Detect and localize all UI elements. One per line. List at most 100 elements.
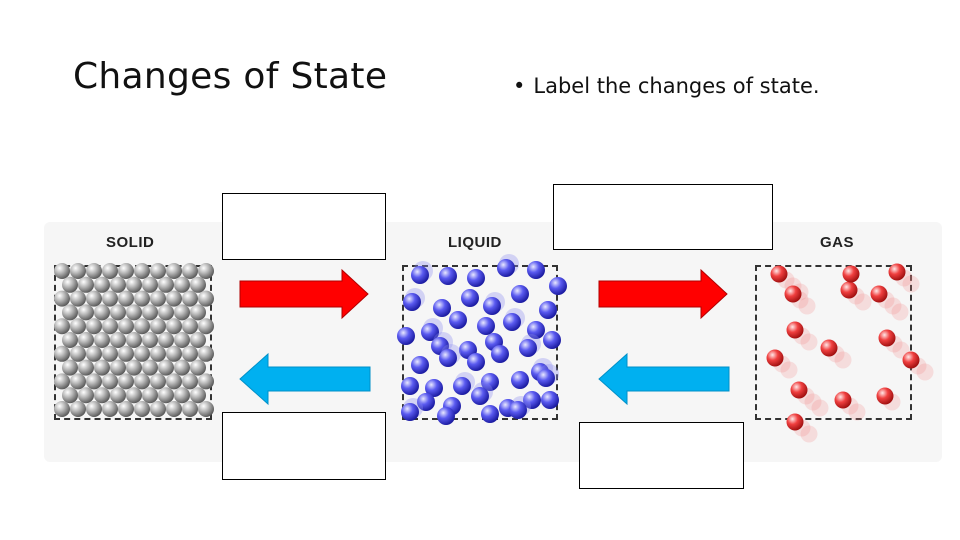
solid-particle xyxy=(174,304,190,321)
condensation-arrow xyxy=(598,352,730,406)
liquid-particle xyxy=(467,269,485,287)
solid-particle xyxy=(182,290,198,307)
solid-particle xyxy=(54,345,70,362)
gas-particle xyxy=(878,329,896,347)
solid-particle xyxy=(166,290,182,307)
liquid-particle xyxy=(519,339,537,357)
gas-particle-trail xyxy=(800,333,818,351)
liquid-particle xyxy=(401,377,419,395)
solid-particle xyxy=(134,290,150,307)
solid-particle xyxy=(134,373,150,390)
solid-particle xyxy=(70,290,86,307)
liquid-particle xyxy=(483,297,501,315)
solid-particle xyxy=(166,401,182,417)
liquid-particle xyxy=(527,321,545,339)
solid-particle xyxy=(54,263,70,279)
liquid-particle xyxy=(477,317,495,335)
solid-particle xyxy=(174,276,190,293)
gas-particle-trail xyxy=(811,399,829,417)
solid-particle xyxy=(102,263,118,279)
solid-particle xyxy=(62,359,78,376)
solid-particle xyxy=(182,318,198,335)
answer-box-gas-to-liquid[interactable] xyxy=(579,422,744,489)
liquid-particle xyxy=(433,299,451,317)
gas-particle xyxy=(770,265,788,283)
solid-particle xyxy=(86,263,102,279)
gas-particle-trail xyxy=(854,293,872,311)
solid-particle xyxy=(70,401,86,417)
solid-particle xyxy=(110,387,126,404)
solid-particle xyxy=(158,359,174,376)
gas-container xyxy=(755,265,912,420)
solid-particle xyxy=(94,276,110,293)
liquid-particle xyxy=(543,331,561,349)
bullet-marker: • xyxy=(513,74,526,98)
solid-particle xyxy=(174,387,190,404)
solid-particle xyxy=(126,359,142,376)
answer-box-liquid-to-solid[interactable] xyxy=(222,412,386,480)
gas-particle xyxy=(784,285,802,303)
gas-particle xyxy=(842,265,860,283)
solid-particle xyxy=(54,318,70,335)
solid-particle xyxy=(134,345,150,362)
liquid-particle xyxy=(471,387,489,405)
solid-container xyxy=(54,265,212,420)
solid-particle xyxy=(102,345,118,362)
gas-particle xyxy=(902,351,920,369)
solid-particles xyxy=(54,263,214,417)
solid-particle xyxy=(94,332,110,348)
solid-particle xyxy=(166,373,182,390)
gas-particles xyxy=(766,263,934,443)
solid-particle xyxy=(118,263,134,279)
solid-particle xyxy=(86,373,102,390)
solid-particle xyxy=(198,263,214,279)
solid-particle xyxy=(182,345,198,362)
solid-particle xyxy=(70,373,86,390)
solid-particle xyxy=(150,373,166,390)
solid-particle xyxy=(150,263,166,279)
solid-particle xyxy=(118,345,134,362)
liquid-particle xyxy=(549,277,567,295)
gas-particle xyxy=(840,281,858,299)
solid-particle xyxy=(190,304,206,321)
answer-box-solid-to-liquid[interactable] xyxy=(222,193,386,260)
liquid-particle xyxy=(453,377,471,395)
gas-particle-trail xyxy=(891,303,909,321)
solid-particle xyxy=(102,318,118,335)
solid-particle xyxy=(150,345,166,362)
gas-particle-trail xyxy=(916,363,934,381)
solid-particle xyxy=(78,332,94,348)
solid-particle xyxy=(142,276,158,293)
solid-particle xyxy=(102,373,118,390)
answer-box-liquid-to-gas[interactable] xyxy=(553,184,773,250)
solid-particle xyxy=(54,373,70,390)
gas-particle xyxy=(790,381,808,399)
liquid-particle xyxy=(511,285,529,303)
solid-particle xyxy=(134,401,150,417)
solid-particle xyxy=(62,304,78,321)
solid-particle xyxy=(126,276,142,293)
solid-particle xyxy=(142,304,158,321)
solid-particle xyxy=(150,318,166,335)
solid-particle xyxy=(198,401,214,417)
gas-particle xyxy=(786,321,804,339)
solid-particle xyxy=(78,276,94,293)
solid-particle xyxy=(158,387,174,404)
gas-particle-trail xyxy=(834,351,852,369)
liquid-particle xyxy=(421,323,439,341)
solid-particle xyxy=(118,290,134,307)
liquid-particle xyxy=(523,391,541,409)
solid-particle xyxy=(54,290,70,307)
solid-particle xyxy=(86,318,102,335)
liquid-particle xyxy=(439,267,457,285)
solid-particle xyxy=(174,332,190,348)
solid-particle xyxy=(142,387,158,404)
solid-particle xyxy=(190,332,206,348)
solid-particle xyxy=(110,359,126,376)
liquid-particle xyxy=(439,349,457,367)
solid-particle xyxy=(166,318,182,335)
gas-particle-trail xyxy=(902,275,920,293)
solid-particle xyxy=(86,290,102,307)
solid-particle xyxy=(110,276,126,293)
freezing-arrow xyxy=(239,352,371,406)
